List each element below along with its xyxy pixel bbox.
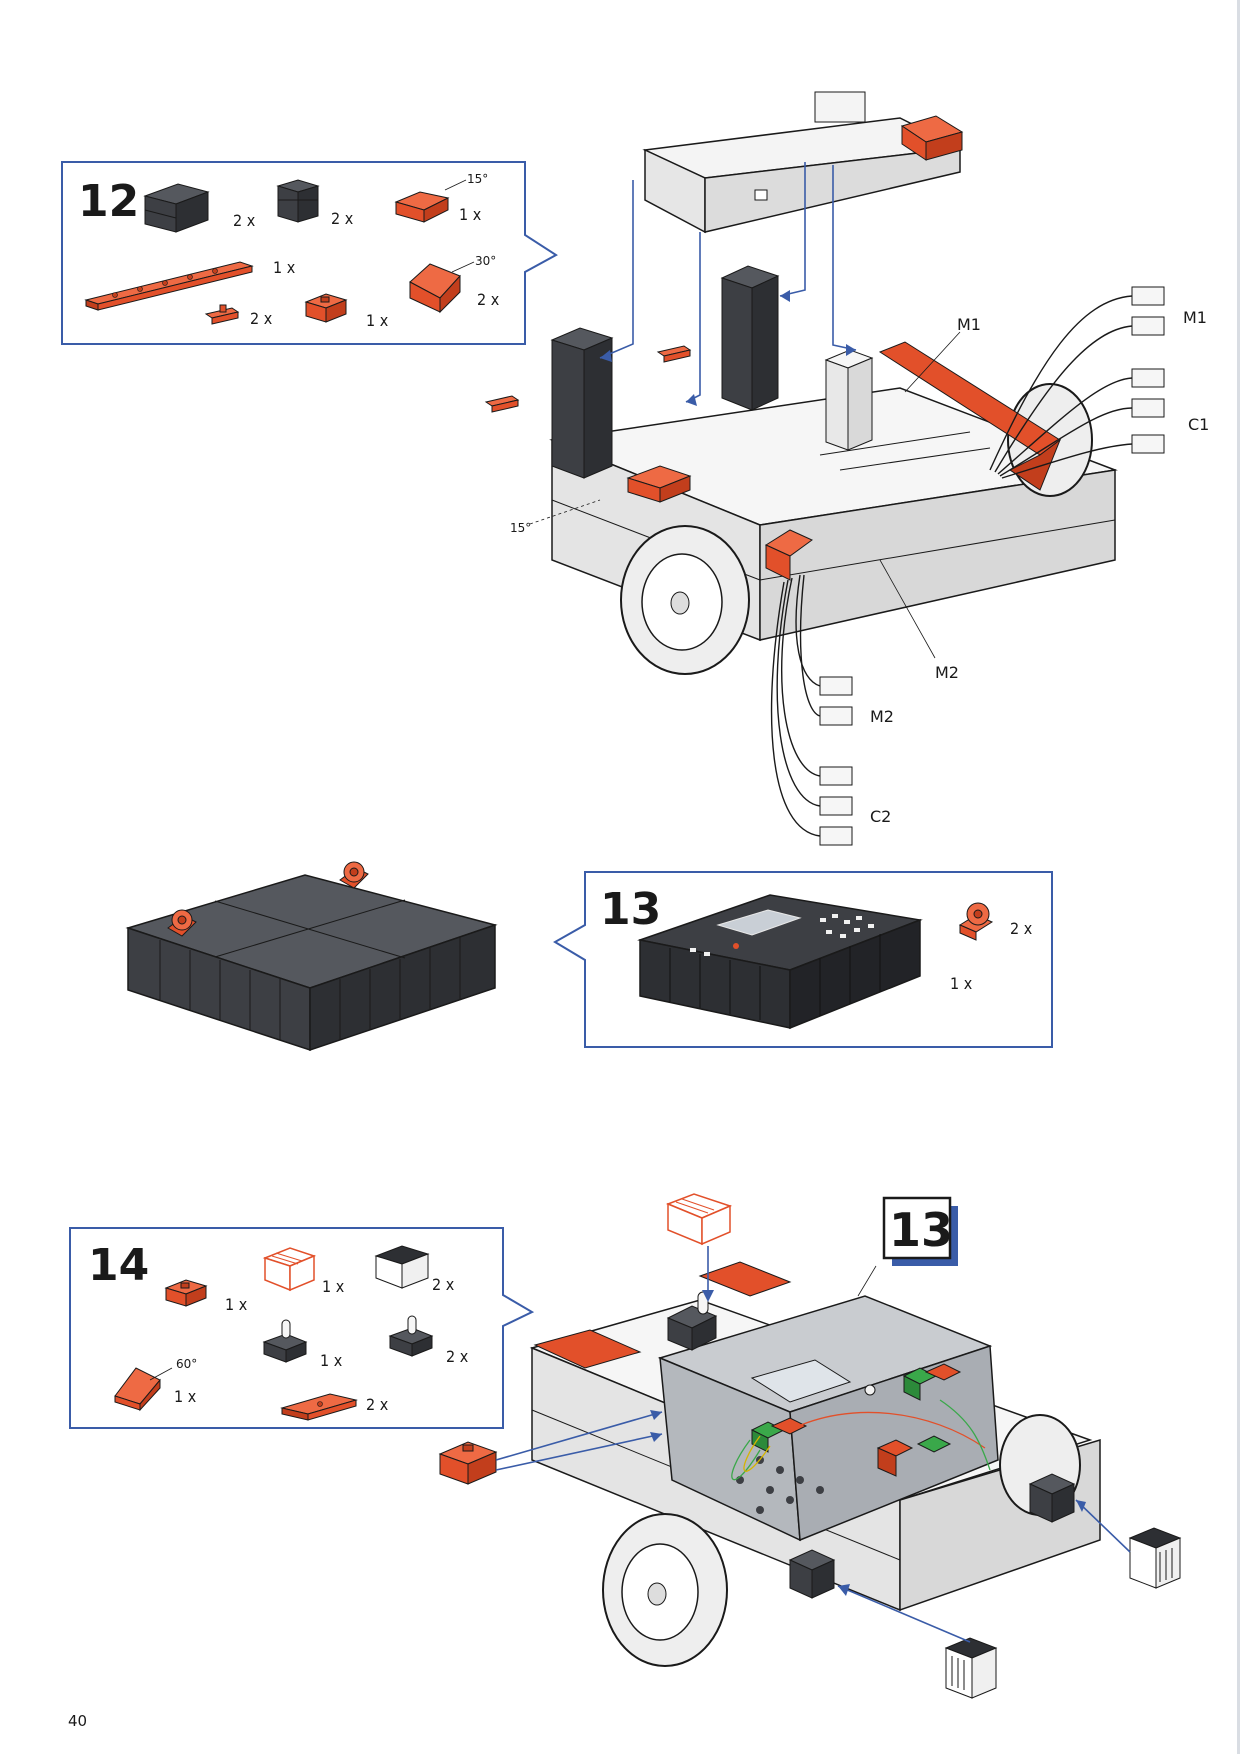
cable-label-c1: C1 xyxy=(1188,415,1209,434)
cables-lower xyxy=(770,574,821,837)
qty-label: 2 x xyxy=(366,1395,389,1414)
red-light-cap-floating xyxy=(665,1193,733,1246)
qty-label: 1 x xyxy=(225,1295,248,1314)
qty-label: 1 x xyxy=(174,1387,197,1406)
lamp-socket-icon xyxy=(388,1315,434,1357)
cable-label-m2: M2 xyxy=(935,663,959,682)
angle-label: 30° xyxy=(475,254,496,268)
black-light-cap-floating xyxy=(1128,1527,1182,1589)
qty-label: 2 x xyxy=(331,209,354,228)
qty-label: 2 x xyxy=(233,211,256,230)
step-12-parts-box: 12 2 x 2 x 15° 1 x xyxy=(61,161,558,345)
assembly-guide-lines xyxy=(495,1246,1131,1643)
qty-label: 1 x xyxy=(950,974,973,993)
step-12-assembly-illustration: 15° M1 M1 C1 M2 M2 C2 xyxy=(484,91,1209,846)
wires xyxy=(731,1399,991,1481)
qty-label: 1 x xyxy=(366,311,389,330)
step-14-number: 14 xyxy=(88,1240,149,1291)
dark-building-block-30-icon xyxy=(143,183,210,233)
cable-label-m2: M2 xyxy=(870,707,894,726)
loose-connector xyxy=(484,395,520,413)
qty-label: 1 x xyxy=(273,258,296,277)
black-light-cap-floating xyxy=(944,1637,998,1699)
cable-label-c2: C2 xyxy=(870,807,891,826)
cable-label-m1: M1 xyxy=(1183,308,1207,327)
page-edge xyxy=(1237,0,1240,1754)
dark-column-left xyxy=(550,327,614,479)
qty-label: 1 x xyxy=(320,1351,343,1370)
step-12-number: 12 xyxy=(78,176,139,227)
qty-label: 1 x xyxy=(322,1277,345,1296)
tractor-wheel xyxy=(620,525,750,675)
tx-controller-icon xyxy=(637,894,923,1030)
red-hinge-block xyxy=(339,861,369,889)
red-plate-icon xyxy=(280,1393,358,1421)
qty-label: 1 x xyxy=(459,205,482,224)
red-hinge-block-icon xyxy=(958,902,994,941)
lamp-socket-mounted xyxy=(788,1473,1076,1599)
small-connector-icon xyxy=(204,304,240,325)
step-13-reference-tag: 13 xyxy=(857,1196,958,1297)
angle-block-60-icon xyxy=(114,1367,173,1412)
qty-label: 2 x xyxy=(1010,919,1033,938)
red-light-cap-icon xyxy=(262,1247,317,1292)
cable-plugs-upper xyxy=(1131,286,1165,454)
qty-label: 2 x xyxy=(477,290,500,309)
controller-underside-illustration xyxy=(125,861,498,1052)
red-building-block-icon xyxy=(164,1279,208,1307)
step-14-assembly-illustration xyxy=(438,1193,1182,1699)
lamp-socket-icon xyxy=(262,1319,308,1363)
red-building-block-floating xyxy=(438,1441,498,1485)
angle-block-15-icon xyxy=(394,179,467,223)
red-strip-plate-icon xyxy=(84,261,254,311)
red-building-block-icon xyxy=(304,293,348,323)
black-light-cap-icon xyxy=(374,1245,430,1289)
reference-tag-number: 13 xyxy=(889,1203,953,1257)
green-red-connectors xyxy=(750,1363,962,1477)
qty-label: 2 x xyxy=(446,1347,469,1366)
page-number: 40 xyxy=(68,1712,87,1730)
angle-block-30-icon xyxy=(409,261,475,314)
guide-arrow-heads xyxy=(600,290,856,406)
step-13-parts-box: 13 1 x xyxy=(553,871,1053,1048)
angle-label: 60° xyxy=(176,1357,197,1371)
red-hinge-block xyxy=(167,909,197,937)
dark-column-right xyxy=(720,265,780,411)
qty-label: 2 x xyxy=(250,309,273,328)
guide-arrow-heads xyxy=(650,1290,1086,1596)
step-14-parts-box: 14 1 x 1 x 2 x 1 x xyxy=(69,1227,535,1429)
loose-connector xyxy=(656,345,692,363)
cables-upper xyxy=(989,295,1133,479)
cable-plugs-lower xyxy=(819,676,853,846)
angle-callout: 15° xyxy=(510,521,531,535)
qty-label: 2 x xyxy=(432,1275,455,1294)
step-13-number: 13 xyxy=(600,884,661,935)
angle-label: 15° xyxy=(467,172,488,186)
cable-label-m1: M1 xyxy=(957,315,981,334)
dark-building-block-15-icon xyxy=(276,179,320,223)
